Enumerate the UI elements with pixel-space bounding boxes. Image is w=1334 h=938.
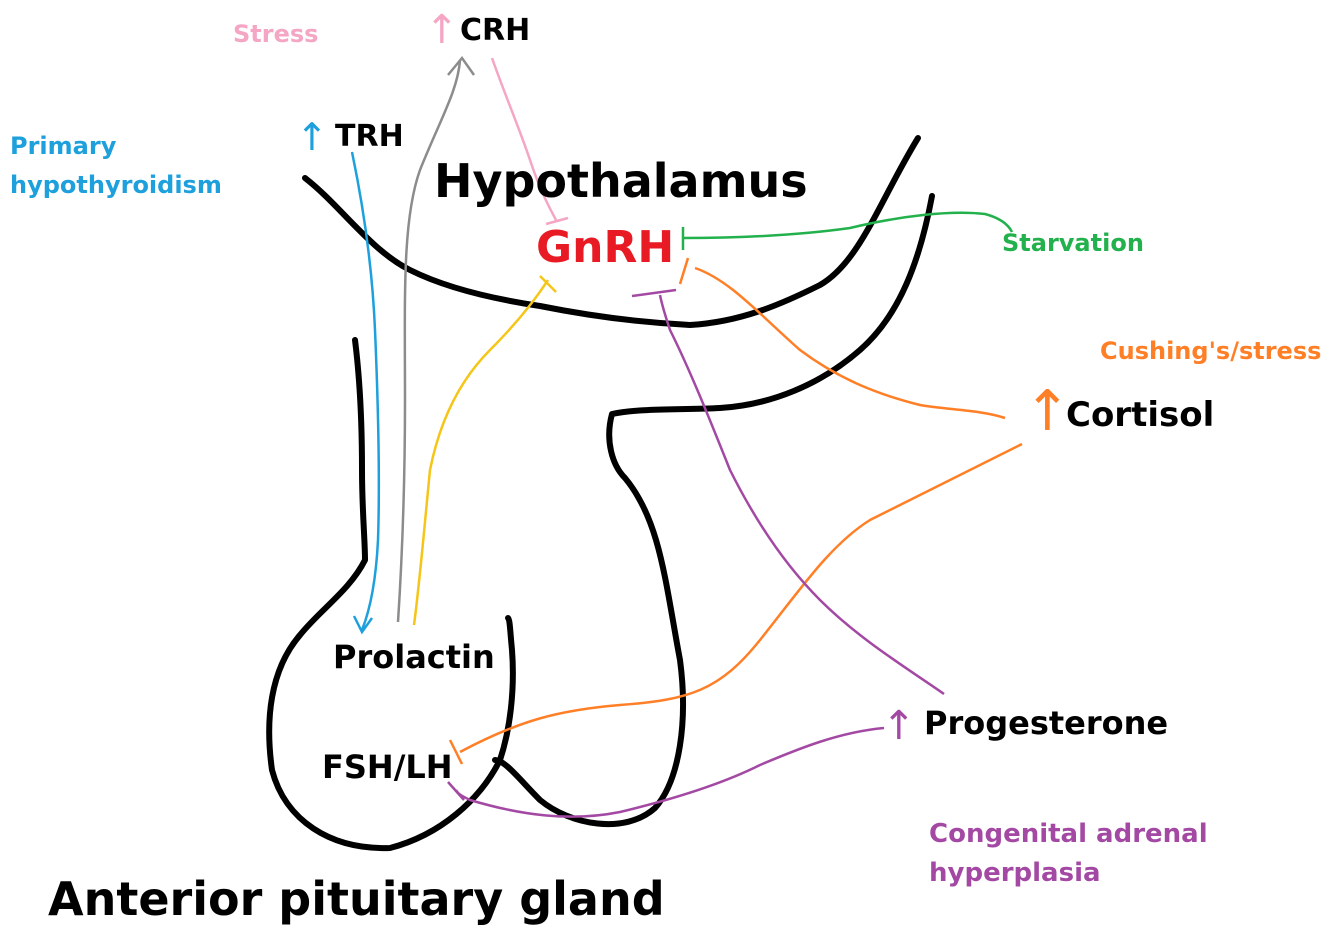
cortisol-gnrh-inhibition-bar — [678, 257, 690, 285]
anterior-pituitary-label: Anterior pituitary gland — [48, 872, 665, 926]
cah-label-line1: Congenital adrenal — [929, 819, 1208, 849]
starvation-label: Starvation — [1002, 229, 1144, 257]
fsh-lh-label: FSH/LH — [322, 748, 453, 786]
pituitary-stalk-left-outline — [266, 337, 516, 852]
primary-hypothyroidism-label-line1: Primary — [10, 132, 117, 160]
cortisol-label: Cortisol — [1066, 395, 1215, 435]
crh-up-arrow-icon: ↑ — [425, 7, 459, 53]
trh-up-arrow-icon: ↑ — [296, 115, 328, 159]
prolactin-inhibition-path — [412, 279, 550, 626]
cortisol-fshlh-inhibition-path — [459, 442, 1023, 754]
stress-crh-inhibition-bar — [545, 216, 569, 226]
hypothalamus-outline — [302, 135, 921, 329]
stress-label: Stress — [233, 20, 319, 48]
crh-label: CRH — [460, 13, 531, 48]
pituitary-stalk-right-outline — [492, 193, 935, 828]
crh-arrowhead — [447, 55, 476, 76]
progesterone-gnrh-inhibition-bar — [631, 288, 677, 298]
cortisol-up-arrow-icon: ↑ — [1024, 379, 1071, 444]
progesterone-up-arrow-icon: ↑ — [882, 703, 916, 749]
prolactin-label: Prolactin — [333, 638, 495, 676]
progesterone-gnrh-inhibition-path — [658, 294, 945, 696]
progesterone-fshlh-inhibition-bar — [447, 781, 465, 801]
cah-label-line2: hyperplasia — [929, 858, 1101, 888]
progesterone-label: Progesterone — [924, 704, 1169, 742]
trh-arrow-path — [350, 151, 381, 631]
crh-arrow-path — [396, 59, 462, 623]
hypothalamus-label: Hypothalamus — [434, 154, 808, 208]
trh-label: TRH — [335, 119, 404, 154]
cortisol-gnrh-inhibition-path — [694, 266, 1006, 420]
cushings-stress-label: Cushing's/stress — [1100, 337, 1322, 365]
trh-arrowhead — [352, 615, 374, 635]
progesterone-fshlh-inhibition-path — [454, 726, 885, 818]
stress-crh-inhibition-path — [490, 57, 558, 221]
starvation-inhibition-path — [682, 211, 1014, 240]
prolactin-inhibition-bar — [539, 275, 557, 293]
primary-hypothyroidism-label-line2: hypothyroidism — [10, 171, 222, 199]
cortisol-fshlh-inhibition-bar — [448, 739, 464, 765]
gnrh-label: GnRH — [536, 222, 675, 273]
